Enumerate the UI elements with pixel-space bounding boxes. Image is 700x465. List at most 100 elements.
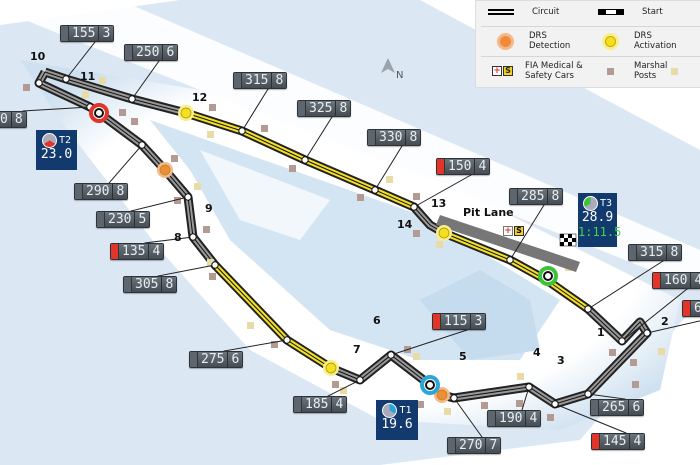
compass-arrow-icon	[381, 58, 395, 73]
safety-badge: S	[503, 66, 513, 76]
speed-value: 115	[441, 314, 472, 329]
speed-trap-marker	[211, 261, 219, 269]
gear-value: 8	[11, 112, 26, 127]
speed-trap-marker	[356, 376, 364, 384]
gear-value: 8	[406, 130, 421, 145]
marshal-post	[417, 401, 424, 408]
circuit-line-icon	[488, 9, 514, 15]
legend: Circuit Start DRS Detection DRS Activati…	[475, 0, 700, 88]
speed-trap-marker	[387, 351, 395, 359]
marshal-post	[82, 91, 89, 98]
turn-4: 4	[533, 346, 541, 359]
drs-detection-icon	[500, 35, 511, 47]
gear-value: 4	[332, 397, 347, 412]
turn-12: 12	[192, 91, 208, 104]
legend-label: DRS Detection	[529, 31, 571, 51]
legend-label: Start	[642, 7, 663, 17]
speed-trap-marker	[371, 186, 379, 194]
legend-drs-activation: DRS Activation	[605, 31, 684, 51]
compass-label: N	[396, 70, 403, 81]
lap-time: 1:11.5	[578, 225, 622, 239]
speed-trap-marker	[184, 193, 192, 201]
speed-value: 290	[83, 184, 114, 199]
speed-trap-marker	[643, 329, 651, 337]
marshal-post-icon	[607, 67, 614, 75]
speed-value: 305	[132, 277, 163, 292]
marshal-post	[516, 400, 523, 407]
speed-value: 330	[376, 130, 407, 145]
legend-label: DRS Activation	[634, 31, 677, 51]
speed-trap-marker	[189, 233, 197, 241]
speed-gear-label: 6	[682, 300, 700, 317]
braking-indicator	[190, 352, 198, 367]
marshal-post	[609, 349, 616, 356]
marshal-post	[207, 131, 214, 138]
marshal-post	[436, 241, 443, 248]
legend-medical: +S FIA Medical & Safety Cars	[492, 61, 587, 81]
speed-trap-marker	[35, 79, 43, 87]
gear-value: 4	[526, 411, 541, 426]
marshal-posts	[23, 61, 698, 421]
gear-value: 8	[548, 189, 563, 204]
marshal-post	[413, 353, 420, 360]
medical-badge: +	[492, 66, 502, 76]
speed-value: 6	[691, 301, 700, 316]
drs-activation-marker	[438, 227, 450, 239]
speed-trap-marker	[584, 390, 592, 398]
gear-value: 8	[336, 101, 351, 116]
stopwatch-icon	[582, 196, 598, 211]
medical-car-icon: +	[503, 226, 513, 236]
turn-9: 9	[205, 202, 213, 215]
speed-value: 270	[456, 438, 487, 453]
leader-line	[646, 320, 700, 334]
legend-label: FIA Medical & Safety Cars	[525, 61, 583, 81]
marshal-post	[261, 125, 268, 132]
pit-medical-safety-icons: + S	[503, 226, 524, 236]
marshal-post	[203, 226, 210, 233]
legend-label: Marshal Posts	[634, 61, 668, 81]
legend-marshal: Marshal Posts	[607, 61, 674, 81]
marshal-post	[171, 155, 178, 162]
speed-trap-marker	[410, 203, 418, 211]
braking-indicator	[629, 245, 637, 260]
sector-time: 23.0	[40, 147, 73, 162]
marshal-post	[357, 194, 364, 201]
braking-indicator	[125, 45, 133, 60]
speed-trap-marker	[618, 337, 626, 345]
braking-indicator	[97, 212, 105, 227]
turn-2: 2	[661, 315, 669, 328]
braking-indicator	[683, 301, 691, 316]
legend-label: Circuit	[532, 7, 560, 17]
compass: N	[381, 58, 403, 81]
speed-value: 0	[0, 112, 12, 127]
marshal-post	[289, 165, 296, 172]
sector-1-marker-center	[425, 380, 435, 390]
turn-1: 1	[597, 326, 605, 339]
speed-trap-marker	[238, 127, 246, 135]
marshal-post	[386, 176, 393, 183]
braking-indicator	[294, 397, 302, 412]
speed-trap-marker	[128, 95, 136, 103]
turn-14: 14	[397, 218, 413, 231]
speed-trap-marker	[506, 256, 514, 264]
speed-trap-marker	[551, 400, 559, 408]
drs-activation-icon	[605, 35, 616, 47]
braking-indicator	[437, 159, 445, 174]
gear-value: 6	[629, 400, 644, 415]
braking-indicator	[433, 314, 441, 329]
speed-trap-marker	[62, 75, 70, 83]
speed-value: 315	[637, 245, 668, 260]
